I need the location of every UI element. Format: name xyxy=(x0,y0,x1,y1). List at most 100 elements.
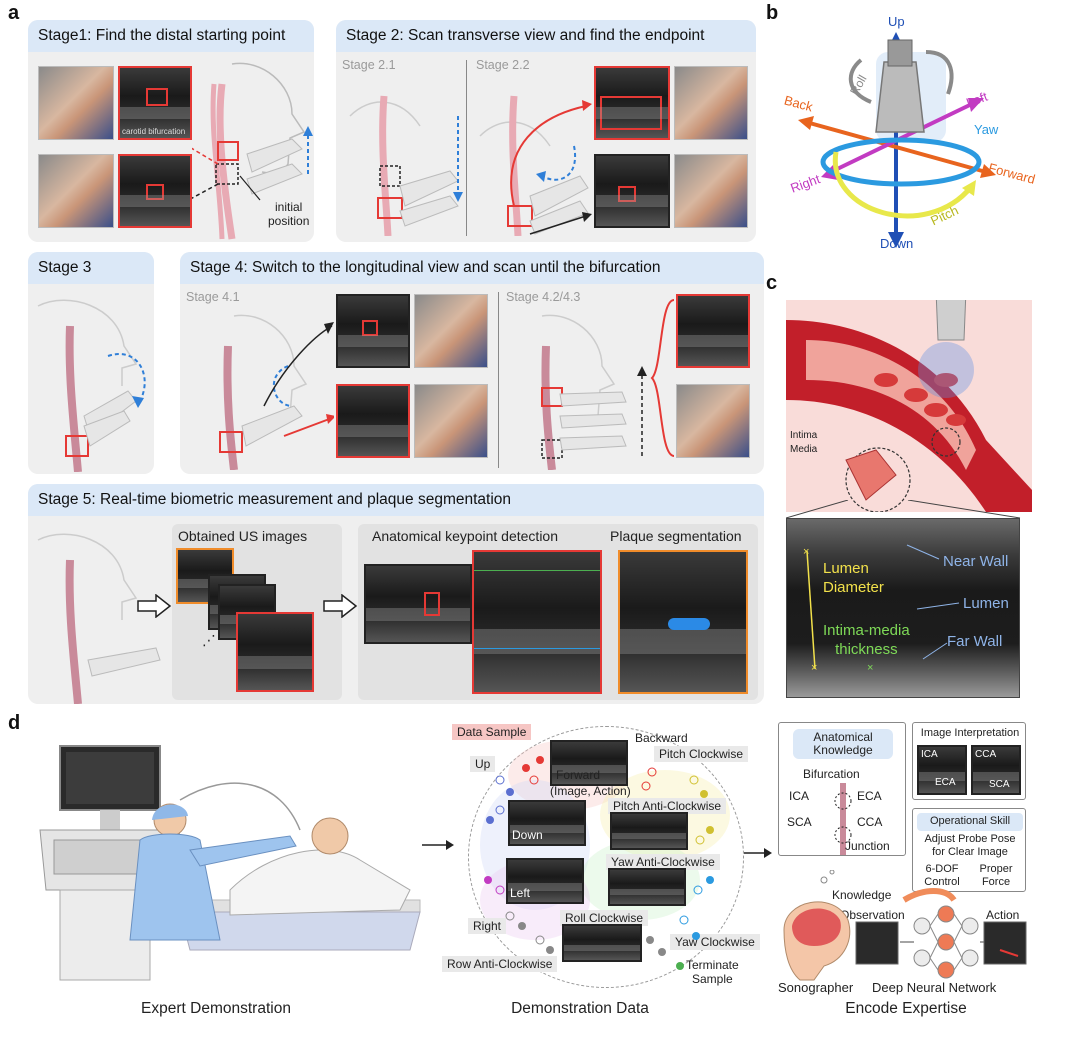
stage4-divider xyxy=(498,292,499,468)
demo-img-pitch xyxy=(610,812,688,850)
stage4-1-drawing xyxy=(219,314,334,470)
expert-scene xyxy=(39,745,421,981)
kb-action-label: Action xyxy=(986,908,1020,922)
stage4-panel: Stage 4: Switch to the longitudinal view… xyxy=(180,252,764,474)
svg-text:×: × xyxy=(803,546,809,558)
stage2-title: Stage 2: Scan transverse view and find t… xyxy=(336,20,756,52)
stage1-title: Stage1: Find the distal starting point xyxy=(28,20,314,52)
keypoint-us-zoom xyxy=(472,550,602,694)
us-lumen: Lumen xyxy=(963,595,1009,612)
kb-interp-img-2 xyxy=(971,745,1021,795)
us-imt: Intima-media thickness xyxy=(823,622,910,658)
demo-img-forward xyxy=(550,740,628,786)
stage4-sub1: Stage 4.1 xyxy=(186,290,240,304)
zoom-lines xyxy=(786,500,1021,519)
kb-force: Proper Force xyxy=(979,863,1013,888)
demo-terminate: Terminate Sample xyxy=(686,958,739,986)
kb-image-interp: Image Interpretation xyxy=(920,727,1020,739)
demo-forward: Forward xyxy=(556,768,601,782)
demo-roll-cw: Roll Clockwise xyxy=(560,910,649,926)
arrow-expert-to-data xyxy=(422,840,454,850)
demo-left: Left xyxy=(510,886,531,900)
demo-yaw-acw: Yaw Anti-Clockwise xyxy=(606,854,720,870)
vessel-intima-label: Intima xyxy=(790,430,818,441)
obtained-label: Obtained US images xyxy=(178,528,308,544)
panel-letter-b: b xyxy=(766,2,779,24)
demo-img-left xyxy=(506,858,584,904)
demo-down: Down xyxy=(512,828,543,842)
demo-img-roll xyxy=(562,924,642,962)
stage2-divider xyxy=(466,60,467,236)
stage2-photo-top xyxy=(674,66,748,140)
vessel-media-label: Media xyxy=(790,444,818,455)
kb-adjust: Adjust Probe Pose for Clear Image xyxy=(924,833,1016,858)
stage5-panel: Stage 5: Real-time biometric measurement… xyxy=(28,484,764,704)
keypoint-label: Anatomical keypoint detection xyxy=(372,528,558,544)
stage2-2-drawing xyxy=(479,95,592,236)
demo-right: Right xyxy=(468,918,507,934)
operational-skill-box: Operational Skill Adjust Probe Pose for … xyxy=(912,808,1026,892)
kb-ica: ICA xyxy=(789,789,810,803)
anatomical-knowledge-box: Anatomical Knowledge Bifurcation ICA ECA… xyxy=(778,722,906,856)
stage1-photo-top xyxy=(38,66,114,140)
stage1-panel: Stage1: Find the distal starting point c… xyxy=(28,20,314,242)
stage1-initial-position: initial position xyxy=(268,200,310,228)
plaque-label: Plaque segmentation xyxy=(610,528,742,544)
kb-interp-img-1 xyxy=(917,745,967,795)
demo-backward: Backward xyxy=(635,731,688,745)
stage1-us-label: carotid bifurcation xyxy=(122,127,186,136)
stage4-2-drawing xyxy=(541,314,647,470)
demo-data-ellipse xyxy=(468,726,744,988)
stage4-us-top xyxy=(336,294,410,368)
encode-network-drawing xyxy=(783,870,1027,981)
caption-demo-data: Demonstration Data xyxy=(511,1000,649,1017)
svg-text:×: × xyxy=(867,662,873,674)
stage2-us-top xyxy=(594,66,670,140)
image-interpretation-box: Image Interpretation ICA ECA CCA SCA xyxy=(912,722,1026,800)
stage2-us-bottom xyxy=(594,154,670,228)
panel-letter-d: d xyxy=(8,712,21,734)
demo-img-yaw xyxy=(608,868,686,906)
demo-pitch-acw: Pitch Anti-Clockwise xyxy=(608,798,727,814)
us-far-wall: Far Wall xyxy=(947,633,1003,650)
stage1-photo-bottom xyxy=(38,154,114,228)
kb-junction: Junction xyxy=(845,839,890,853)
kb-bifurcation: Bifurcation xyxy=(803,767,860,781)
keypoint-us-full xyxy=(364,564,472,644)
kb-knowledge-label: Knowledge xyxy=(832,888,892,902)
demo-pitch-cw: Pitch Clockwise xyxy=(654,746,749,762)
stage3-panel: Stage 3 xyxy=(28,252,154,474)
demo-up: Up xyxy=(470,756,496,772)
stage1-us-top: carotid bifurcation xyxy=(118,66,192,140)
kb-sonographer: Sonographer xyxy=(778,980,854,995)
kb-eca: ECA xyxy=(857,789,882,803)
stage5-drawing xyxy=(37,533,161,704)
caption-encode: Encode Expertise xyxy=(845,1000,967,1017)
stage3-drawing xyxy=(37,299,146,472)
kb-dof: 6-DOF Control xyxy=(924,863,960,888)
vessel-drawing xyxy=(786,289,1032,513)
stage5-arrow-2 xyxy=(323,594,358,618)
axis-up-label: Up xyxy=(888,14,905,29)
caption-expert: Expert Demonstration xyxy=(141,1000,291,1017)
vessel-illustration: Intima Media xyxy=(786,289,1032,513)
panel-letter-a: a xyxy=(8,2,20,24)
analysis-box: Anatomical keypoint detection Plaque seg… xyxy=(358,524,758,700)
stage1-us-bottom xyxy=(118,154,192,228)
stage2-1-drawing xyxy=(349,95,463,236)
kb-observation-label: Observation xyxy=(840,908,905,922)
demo-row-acw: Row Anti-Clockwise xyxy=(442,956,558,972)
stage4-photo-top xyxy=(414,294,488,368)
axis-yaw-label: Yaw xyxy=(974,122,999,137)
ultrasound-zoom: × × × Lumen Diameter Near Wall Lumen Int… xyxy=(786,518,1020,698)
demo-sample-dots xyxy=(484,756,714,956)
panel-letter-c: c xyxy=(766,272,778,294)
obtained-images-box: Obtained US images ⋰ xyxy=(172,524,342,700)
plaque-us xyxy=(618,550,748,694)
stage2-sub2: Stage 2.2 xyxy=(476,58,530,72)
stage4-sub2: Stage 4.2/4.3 xyxy=(506,290,581,304)
axis-down-label: Down xyxy=(880,236,914,251)
obtained-us-4 xyxy=(236,612,314,692)
dof-axes-diagram xyxy=(798,32,996,248)
stage3-title: Stage 3 xyxy=(28,252,154,284)
